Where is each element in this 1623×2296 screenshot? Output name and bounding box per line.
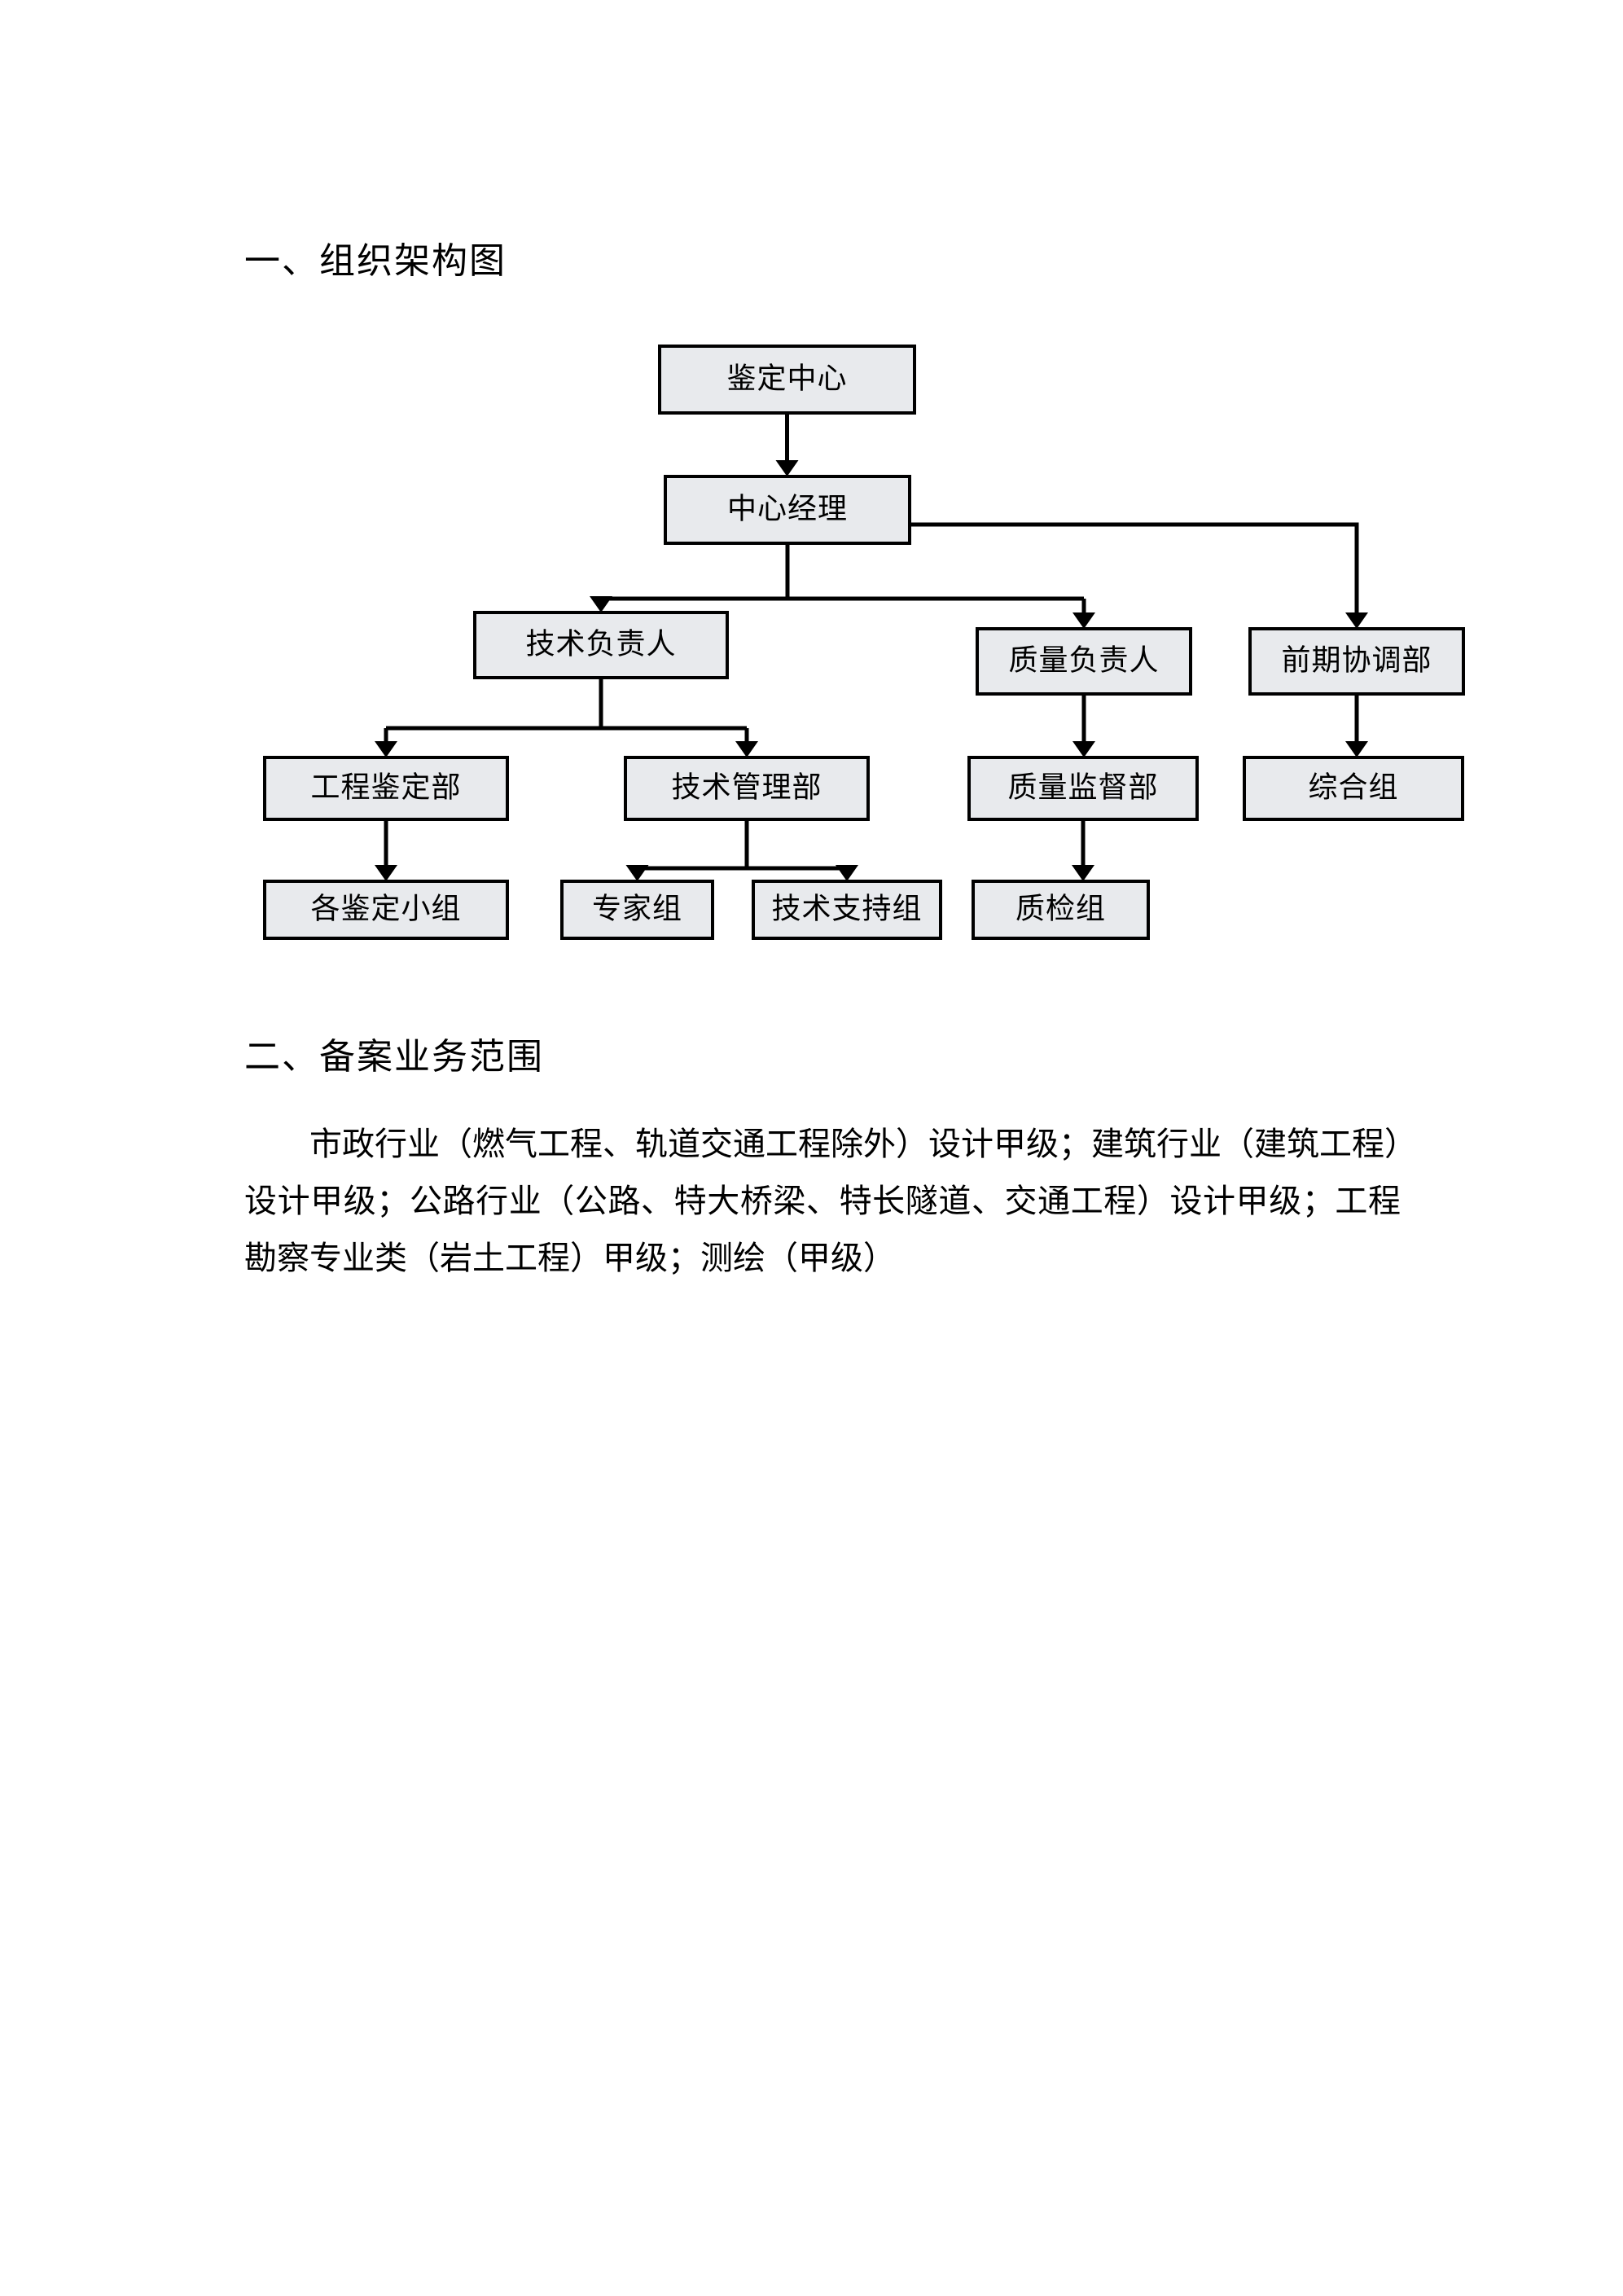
page-title-section-1: 一、组织架构图 [244,241,507,282]
org-node-label: 质量监督部 [1007,770,1158,803]
org-node-n12: 技术支持组 [752,880,942,940]
business-scope-paragraph: 市政行业（燃气工程、轨道交通工程除外）设计甲级；建筑行业（建筑工程）设计甲级；公… [244,1126,1401,1276]
org-node-n4: 质量负责人 [976,627,1192,696]
org-node-box [263,756,509,821]
connector-arrowhead [375,741,397,757]
org-chart: 鉴定中心中心经理技术负责人 质量负责人 前期协调部工程鉴定部 技术管理部 质量监督部 综合… [0,309,1623,961]
org-node-n13: 质检组 [972,880,1150,940]
org-node-label: 质量负责人 [1008,643,1159,676]
org-node-box [658,345,916,415]
org-node-label: 前期协调部 [1281,643,1432,676]
connector-arrowhead [1345,741,1368,757]
connector-arrowhead [375,865,397,881]
org-node-n8: 质量监督部 [967,756,1199,821]
org-node-n9: 综合组 [1243,756,1464,821]
org-chart-connectors [375,413,1368,881]
org-node-n2: 中心经理 [664,475,911,545]
org-node-label: 技术负责人 [525,627,676,660]
org-node-n1: 鉴定中心 [658,345,916,415]
org-node-label: 鉴定中心 [726,362,847,394]
org-node-n5: 前期协调部 [1248,627,1465,696]
org-node-label: 质检组 [1015,892,1106,924]
org-node-box [473,611,729,679]
connector-arrowhead [1072,741,1095,757]
connector-arrowhead [1072,612,1095,629]
org-node-label: 综合组 [1308,770,1398,803]
connector-arrowhead [1345,612,1368,629]
connector-arrowhead [625,865,649,881]
connector-arrowhead [1072,865,1094,881]
org-node-box [976,627,1192,696]
org-node-n11: 专家组 [560,880,714,940]
org-node-n10: 各鉴定小组 [263,880,509,940]
org-node-box [1248,627,1465,696]
connector-arrowhead [590,596,612,612]
connector-line [910,522,1359,612]
org-node-label: 各鉴定小组 [310,892,461,924]
org-node-n3: 技术负责人 [473,611,729,679]
org-node-box [560,880,714,940]
org-node-box [972,880,1150,940]
org-node-label: 工程鉴定部 [310,770,461,803]
org-node-n6: 工程鉴定部 [263,756,509,821]
org-node-box [967,756,1199,821]
org-node-label: 技术管理部 [671,770,822,803]
org-node-box [263,880,509,940]
connector-arrowhead [836,865,858,881]
org-node-box [624,756,870,821]
org-node-box [664,475,911,545]
org-node-n7: 技术管理部 [624,756,870,821]
org-node-label: 专家组 [592,892,682,924]
org-node-label: 技术支持组 [771,892,922,924]
org-node-label: 中心经理 [727,492,848,525]
connector-arrowhead [775,460,799,476]
connector-arrowhead [735,741,758,757]
org-node-box [752,880,942,940]
page-title-section-2: 二、备案业务范围 [244,1037,544,1078]
org-node-box [1243,756,1464,821]
